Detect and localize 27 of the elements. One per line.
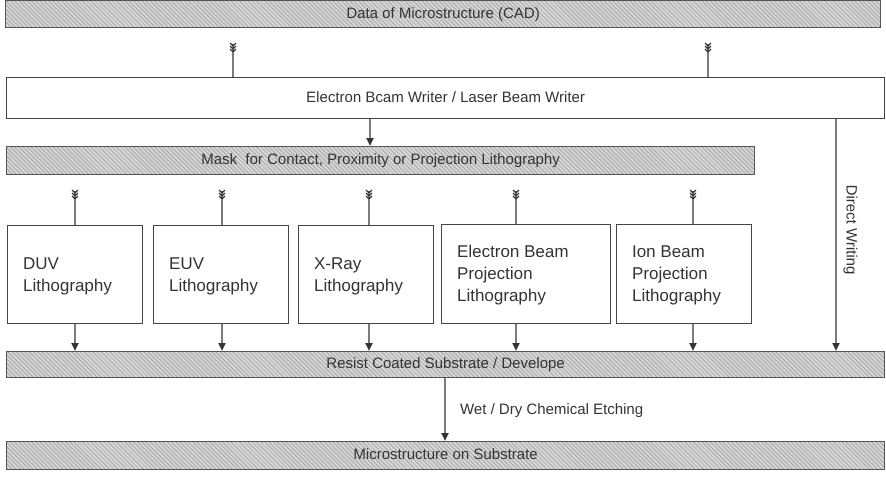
arrow bbox=[832, 119, 840, 351]
arrow bbox=[704, 42, 712, 78]
arrow bbox=[512, 324, 520, 351]
arrow bbox=[71, 189, 79, 226]
arrow bbox=[71, 324, 79, 351]
edge-label: Direct Writing bbox=[844, 184, 858, 274]
process-box: X-Ray Lithography bbox=[298, 225, 434, 324]
process-band: Mask for Contact, Proximity or Projection Lithography bbox=[6, 146, 755, 175]
arrow bbox=[218, 324, 226, 351]
arrow bbox=[365, 189, 373, 226]
process-box: Ion Beam Projection Lithography bbox=[616, 224, 752, 324]
arrow bbox=[229, 42, 237, 78]
arrow bbox=[218, 189, 226, 226]
arrow bbox=[366, 119, 374, 146]
process-box: Electron Bcam Writer / Laser Beam Writer bbox=[6, 77, 885, 119]
process-band: Resist Coated Substrate / Develope bbox=[6, 351, 885, 378]
arrow bbox=[689, 189, 697, 225]
arrow bbox=[441, 378, 449, 441]
process-box: EUV Lithography bbox=[153, 225, 289, 324]
process-box: DUV Lithography bbox=[7, 225, 143, 324]
arrow bbox=[689, 324, 697, 351]
edge-label: Wet / Dry Chemical Etching bbox=[460, 402, 644, 416]
process-box: Electron Beam Projection Lithography bbox=[441, 224, 611, 324]
arrow bbox=[512, 189, 520, 225]
arrow bbox=[365, 324, 373, 351]
process-band: Microstructure on Substrate bbox=[6, 441, 885, 470]
process-band: Data of Microstructure (CAD) bbox=[5, 0, 881, 28]
